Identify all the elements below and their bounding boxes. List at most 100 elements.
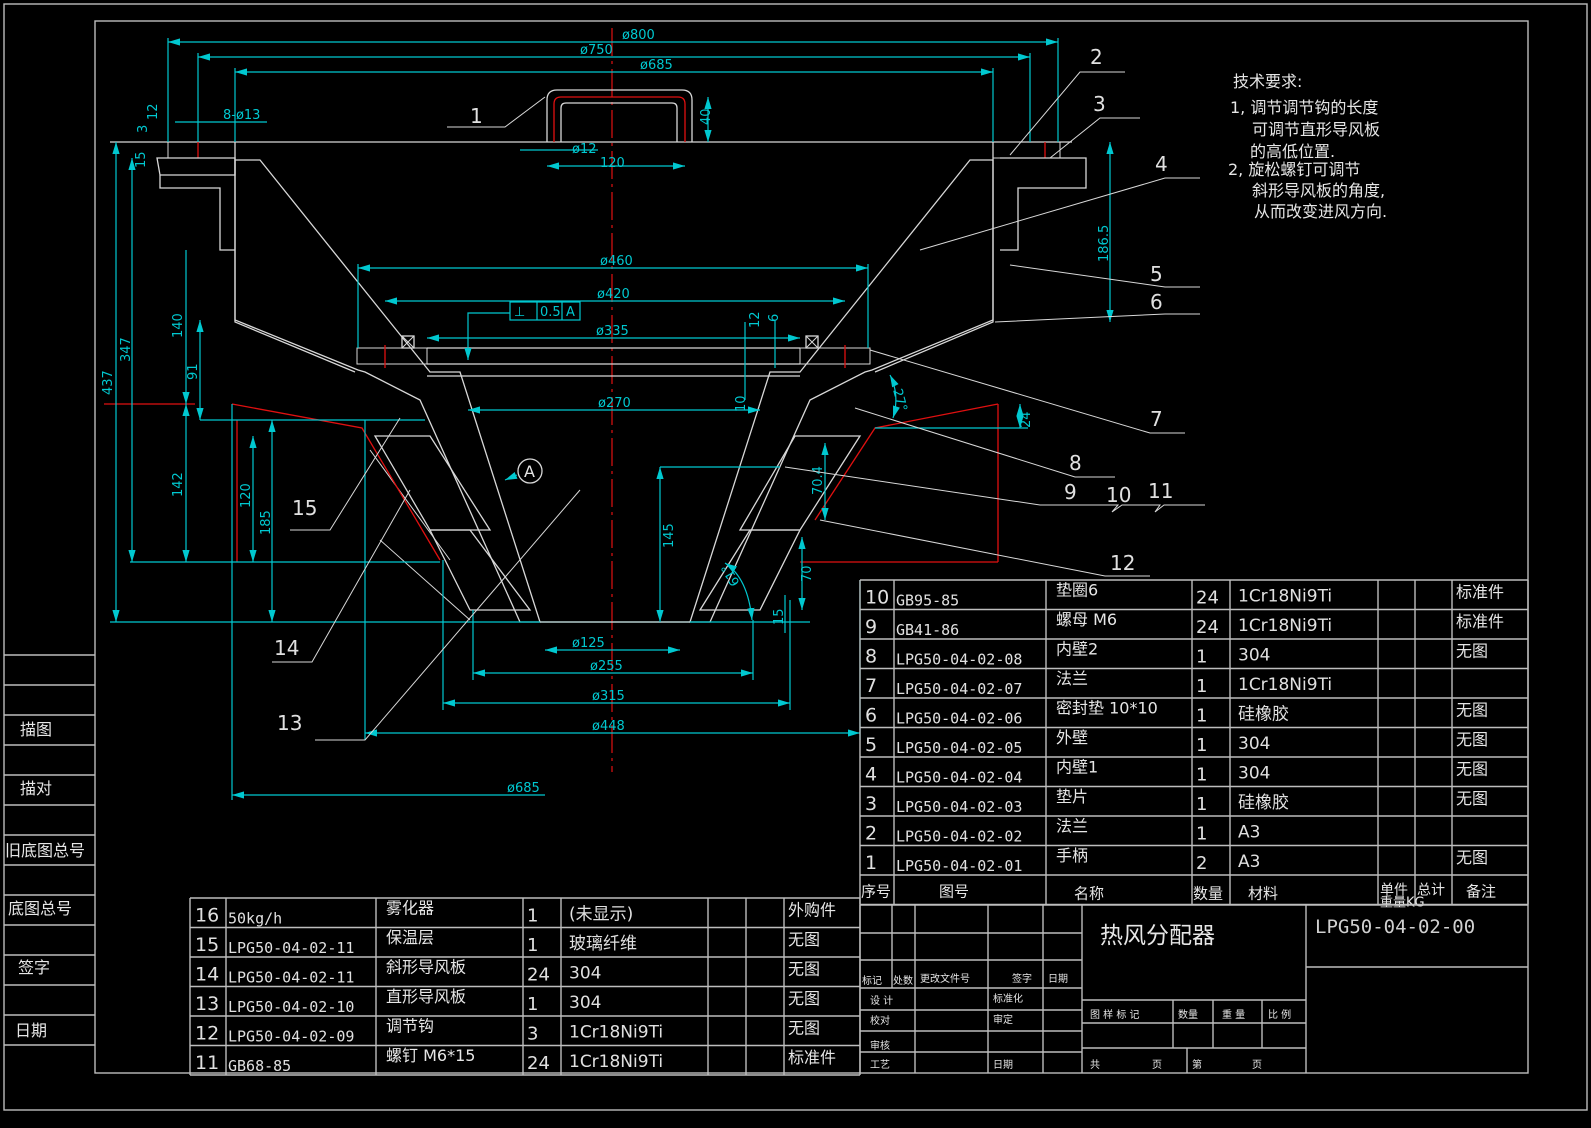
dim-347: 347 — [119, 337, 134, 362]
bom-name: 调节钩 — [386, 1017, 434, 1036]
svg-text:第: 第 — [1192, 1058, 1202, 1071]
bom-note: 无图 — [788, 989, 820, 1008]
bom-material: 304 — [569, 964, 601, 984]
bom-code: LPG50-04-02-08 — [896, 651, 1022, 669]
svg-text:审核: 审核 — [870, 1039, 890, 1052]
tech-line: 的高低位置. — [1250, 142, 1335, 161]
bom-note: 外购件 — [788, 901, 836, 920]
bom-material: 304 — [569, 993, 601, 1013]
dim-120: 120 — [600, 156, 625, 171]
bom-qty: 24 — [1196, 617, 1219, 638]
tech-line: 从而改变进风方向. — [1254, 202, 1387, 221]
dim-d335: ø335 — [596, 324, 629, 339]
bom-code: GB68-85 — [228, 1057, 291, 1075]
bom-qty: 1 — [1196, 824, 1207, 845]
dim-15: 15 — [134, 151, 149, 168]
leader-2: 2 — [1090, 45, 1103, 69]
bom-material: 玻璃纤维 — [569, 934, 637, 954]
bom-code: 50kg/h — [228, 910, 282, 928]
dim-185: 185 — [259, 510, 274, 535]
inner-frame — [94, 20, 1529, 1074]
bom-name: 法兰 — [1056, 669, 1088, 688]
dim-d685: ø685 — [640, 58, 673, 73]
detail-label: A — [524, 462, 535, 481]
dim-12b: 12 — [748, 311, 763, 328]
right-vanes — [698, 435, 862, 611]
bom-no: 13 — [195, 993, 219, 1015]
svg-text:页: 页 — [1252, 1059, 1262, 1071]
dim-d460: ø460 — [600, 254, 633, 269]
dim-d12: ø12 — [572, 142, 597, 157]
bom-note: 无图 — [788, 930, 820, 949]
svg-text:重 量: 重 量 — [1222, 1008, 1245, 1021]
leaders — [272, 71, 1205, 741]
dim-6: 6 — [767, 314, 782, 322]
dim-d270: ø270 — [598, 396, 631, 411]
svg-text:校对: 校对 — [870, 1014, 890, 1027]
dim-140: 140 — [171, 313, 186, 338]
leader-13: 13 — [277, 711, 302, 735]
bom-note: 无图 — [788, 1019, 820, 1038]
dim-d255: ø255 — [590, 659, 623, 674]
bom-material: 304 — [1238, 764, 1270, 784]
bom-qty: 1 — [1196, 706, 1207, 727]
side-label: 描对 — [20, 779, 52, 798]
dim-d800: ø800 — [622, 28, 655, 43]
title-block: 热风分配器 LPG50-04-02-00 标记 处数 更改文件号 签字 日期 设… — [859, 904, 1528, 1073]
svg-text:共: 共 — [1090, 1059, 1100, 1071]
tech-line: 2, 旋松螺钉可调节 — [1228, 160, 1360, 179]
bom-qty: 1 — [527, 935, 538, 956]
bom-material: 304 — [1238, 734, 1270, 754]
leader-14: 14 — [274, 636, 299, 660]
dim-bolt: 8-ø13 — [223, 108, 260, 123]
bom-material: 1Cr18Ni9Ti — [1238, 587, 1332, 607]
side-label: 签字 — [18, 958, 50, 977]
bom-note: 无图 — [1456, 701, 1488, 720]
svg-text:日期: 日期 — [993, 1059, 1013, 1071]
leader-3: 3 — [1093, 92, 1106, 116]
dim-d750: ø750 — [580, 43, 613, 58]
bom-no: 5 — [865, 734, 877, 756]
dim-15b: 15 — [772, 608, 787, 625]
bom-code: LPG50-04-02-03 — [896, 798, 1022, 816]
svg-text:数量: 数量 — [1178, 1008, 1198, 1021]
dim-70-4: 70.4 — [811, 466, 826, 495]
bom-note: 无图 — [1456, 642, 1488, 661]
side-label: 日期 — [15, 1021, 47, 1040]
dim-d315: ø315 — [592, 689, 625, 704]
svg-text:工艺: 工艺 — [870, 1059, 890, 1071]
adjust-line-right — [814, 403, 999, 521]
tech-line: 可调节直形导风板 — [1252, 120, 1380, 139]
svg-text:审定: 审定 — [993, 1013, 1013, 1026]
bom-name: 垫片 — [1056, 787, 1088, 806]
leader-5: 5 — [1150, 262, 1163, 286]
svg-text:标记: 标记 — [862, 975, 882, 987]
dim-91: 91 — [186, 363, 201, 380]
side-label: 旧底图总号 — [5, 841, 85, 860]
dim-186-5: 186.5 — [1097, 225, 1112, 262]
right-flange — [992, 141, 1087, 251]
bom-qty: 1 — [1196, 647, 1207, 668]
bom-name: 雾化器 — [386, 899, 434, 918]
bom-code: GB95-85 — [896, 592, 959, 610]
leader-1: 1 — [470, 104, 483, 128]
svg-text:图号: 图号 — [939, 883, 969, 901]
dim-120: 120 — [239, 483, 254, 508]
tolerance-symbol: ⊥ — [514, 305, 525, 320]
bom-note: 标准件 — [1456, 583, 1504, 602]
bom-qty: 1 — [527, 994, 538, 1015]
bom-name: 内壁1 — [1056, 758, 1098, 777]
bom-name: 密封垫 10*10 — [1056, 699, 1158, 718]
bom-no: 12 — [195, 1023, 219, 1045]
dim-10: 10 — [734, 395, 749, 412]
bom-material: 1Cr18Ni9Ti — [569, 1052, 663, 1072]
svg-text:图 样 标 记: 图 样 标 记 — [1090, 1008, 1140, 1021]
